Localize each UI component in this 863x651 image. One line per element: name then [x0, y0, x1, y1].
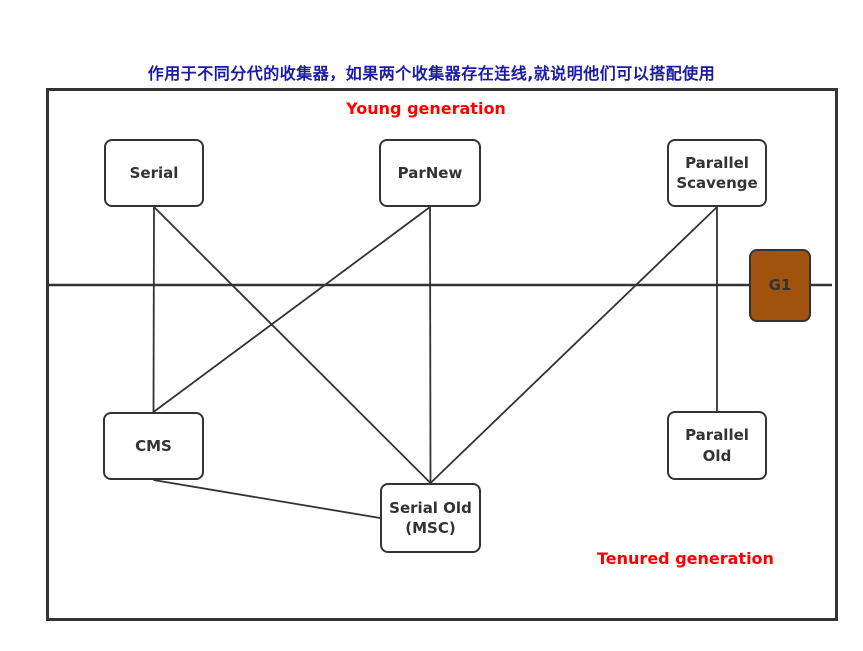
edge-parnew-serial_old	[429, 206, 432, 484]
tenured-generation-label: Tenured generation	[597, 549, 774, 568]
young-generation-label: Young generation	[346, 99, 506, 118]
node-serial-old: Serial Old (MSC)	[380, 483, 481, 553]
edge-parallel_scavenge-serial_old	[429, 206, 718, 484]
node-serial: Serial	[104, 139, 204, 207]
node-parnew: ParNew	[379, 139, 481, 207]
edge-serial-cms	[152, 206, 155, 413]
edge-serial-serial_old	[153, 206, 432, 484]
node-parallel-old: Parallel Old	[667, 411, 767, 480]
node-g1: G1	[749, 249, 811, 322]
diagram-title: 作用于不同分代的收集器，如果两个收集器存在连线,就说明他们可以搭配使用	[147, 64, 716, 83]
diagram-frame	[46, 88, 838, 621]
node-parallel-scavenge: Parallel Scavenge	[667, 139, 767, 207]
edge-parnew-cms	[152, 206, 431, 413]
node-cms: CMS	[103, 412, 204, 480]
edge-cms-serial_old	[153, 479, 381, 519]
